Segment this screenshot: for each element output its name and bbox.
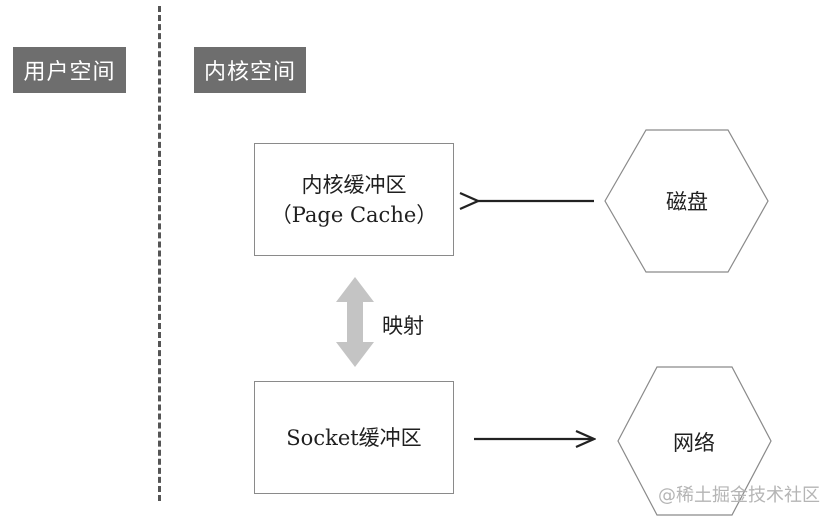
page-cache-box: 内核缓冲区 （Page Cache） [254,143,454,256]
network-label: 网络 [673,431,715,455]
mapping-double-arrow-icon [336,277,374,367]
socket-buffer-box: Socket缓冲区 [254,381,454,494]
mapping-label: 映射 [382,314,424,338]
disk-hexagon-icon [604,129,769,273]
socket-buffer-title: Socket缓冲区 [286,425,422,450]
user-space-label: 用户空间 [13,47,126,93]
page-cache-subtitle: （Page Cache） [270,202,438,227]
watermark-text: @稀土掘金技术社区 [658,485,820,506]
page-cache-title: 内核缓冲区 [301,172,407,197]
disk-label: 磁盘 [666,190,708,214]
network-hexagon-icon [617,366,772,516]
kernel-space-label: 内核空间 [194,47,306,93]
user-kernel-divider [158,6,161,501]
